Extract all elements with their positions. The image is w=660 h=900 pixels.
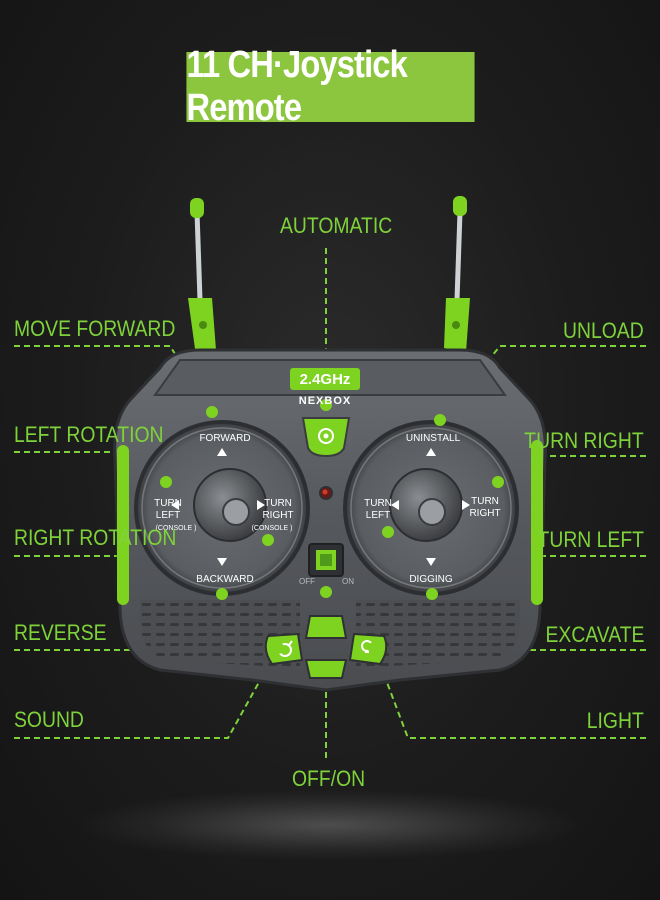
right-digging-label: DIGGING [409, 574, 453, 585]
right-uninstall-label: UNINSTALL [406, 433, 461, 444]
left-turn-left-2: LEFT [156, 510, 180, 521]
right-turn-right-2: RIGHT [469, 508, 500, 519]
label-move-forward: MOVE FORWARD [14, 316, 176, 341]
title-banner: 11 CH·Joystick Remote [186, 44, 475, 129]
left-turn-left-note: (CONSOLE ) [156, 525, 197, 532]
label-unload: UNLOAD [563, 318, 644, 343]
left-turn-right-1: TURN [264, 498, 292, 509]
switch-on-label: ON [342, 577, 354, 586]
left-forward-label: FORWARD [199, 433, 250, 444]
left-backward-label: BACKWARD [196, 574, 253, 585]
frequency-label: 2.4GHz [300, 371, 351, 388]
right-antenna [444, 196, 470, 352]
right-turn-left-2: LEFT [366, 510, 390, 521]
label-turn-right: TURN RIGHT [524, 428, 644, 453]
left-turn-left-1: TURN [154, 498, 182, 509]
floor-shadow [80, 790, 580, 860]
right-turn-left-1: TURN [364, 498, 392, 509]
switch-off-label: OFF [299, 577, 315, 586]
label-off-on: OFF/ON [292, 766, 366, 791]
label-right-rotation: RIGHT ROTATION [14, 525, 177, 550]
right-turn-right-1: TURN [471, 496, 499, 507]
brand-name: NEXBOX [299, 395, 351, 407]
label-excavate: EXCAVATE [545, 622, 644, 647]
label-light: LIGHT [586, 708, 644, 733]
label-reverse: REVERSE [14, 620, 107, 645]
label-automatic: AUTOMATIC [280, 213, 393, 238]
title-text: 11 CH·Joystick Remote [186, 44, 407, 129]
left-antenna [188, 198, 216, 356]
left-turn-right-2: RIGHT [262, 510, 293, 521]
left-turn-right-note: (CONSOLE ) [252, 525, 293, 532]
label-left-rotation: LEFT ROTATION [14, 422, 164, 447]
label-sound: SOUND [14, 707, 84, 732]
label-turn-left: TURN LEFT [537, 527, 644, 552]
